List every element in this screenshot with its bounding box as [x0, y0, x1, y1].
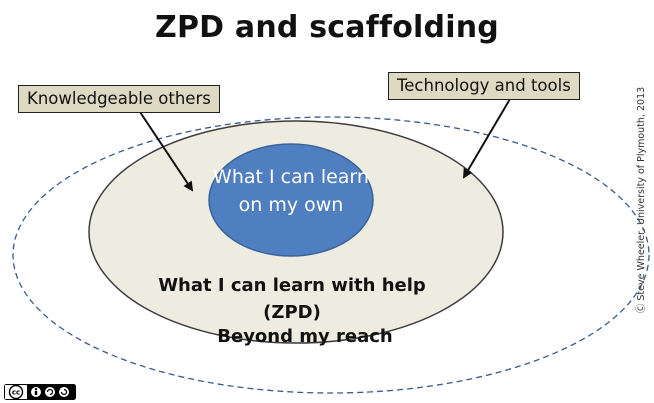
zpd-zone-label: What I can learn with help (ZPD)	[158, 275, 426, 323]
page-title: ZPD and scaffolding	[155, 10, 499, 45]
arrow-technology-and-tools	[462, 98, 511, 179]
inner-zone-label: What I can learn on my own	[213, 166, 369, 216]
outer-zone-label: Beyond my reach	[217, 326, 393, 347]
cc-badge-text: cc	[12, 389, 20, 397]
creative-commons-license-icon[interactable]: cc	[4, 384, 76, 400]
arrow-knowledgeable-others	[139, 111, 194, 192]
copyright-symbol-icon: Ⓒ	[636, 303, 647, 314]
outer-zone-dashed-ellipse	[12, 116, 650, 394]
author-credit-text: Steve Wheeler, University of Plymouth, 2…	[636, 86, 647, 301]
callout-knowledgeable-others: Knowledgeable others	[18, 85, 220, 113]
callout-technology-and-tools: Technology and tools	[388, 72, 580, 100]
inner-zone-ellipse	[208, 143, 374, 257]
author-credit: Ⓒ Steve Wheeler, University of Plymouth,…	[633, 87, 647, 313]
